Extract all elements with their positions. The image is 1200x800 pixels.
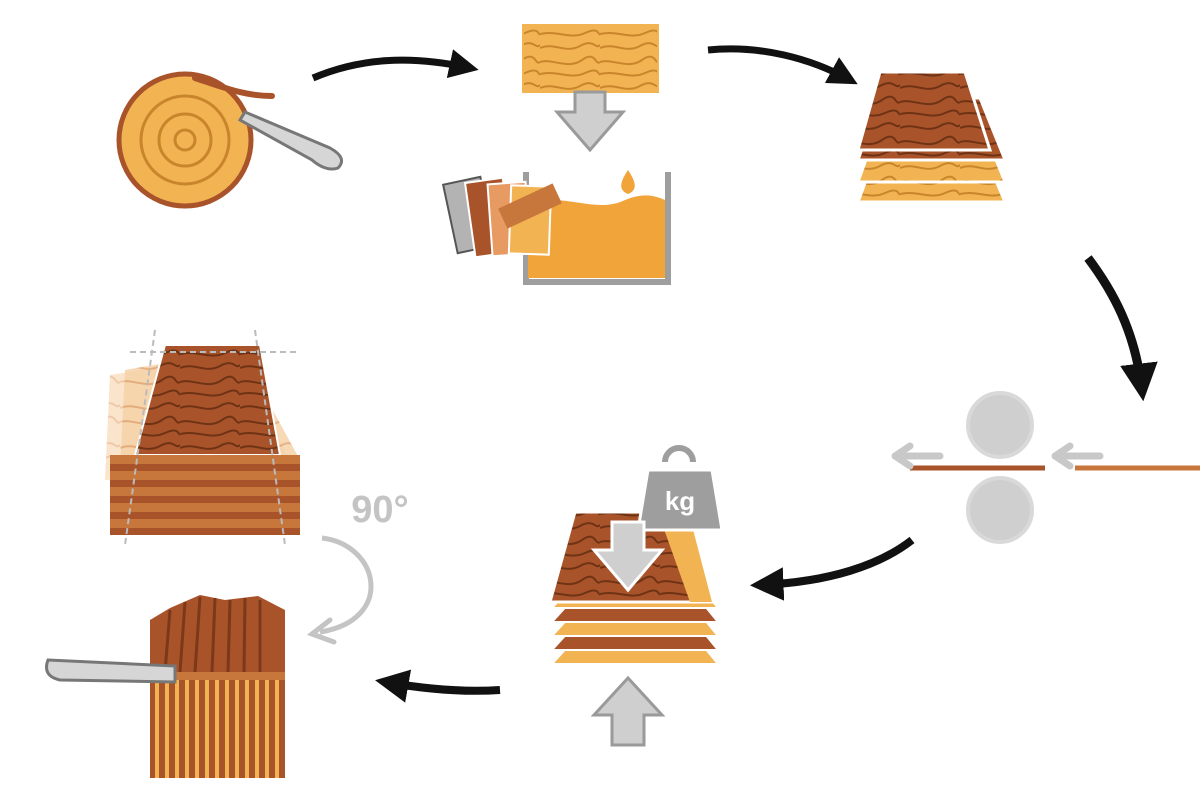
dye-drop-icon (621, 170, 635, 194)
rotate-block-icon: 90° (306, 489, 409, 645)
arrow-5-to-7 (375, 669, 501, 703)
log-peeling-icon (116, 71, 344, 209)
flow-arrows (311, 45, 1158, 703)
veneer-dyeing-icon (441, 24, 671, 285)
press-up-arrow-icon (590, 675, 666, 747)
down-arrow-icon (553, 90, 627, 153)
weight-label: kg (665, 486, 695, 516)
arrow-1-to-2 (311, 49, 479, 82)
slicing-blade-icon (45, 658, 177, 684)
arrow-2-to-3 (707, 45, 858, 85)
veneer-stacking-icon (855, 70, 1008, 204)
angle-label: 90° (351, 489, 408, 531)
slicing-icon (45, 595, 285, 778)
press-down-arrow-icon (590, 520, 666, 593)
feed-arrow-right-icon (1051, 442, 1104, 470)
arrow-4-to-5 (749, 536, 915, 601)
feed-arrow-left-icon (891, 442, 944, 470)
weight-icon: kg (636, 445, 724, 532)
laminated-block-icon (105, 329, 300, 546)
pressing-icon: kg (548, 445, 724, 747)
arrow-3-to-4 (1084, 255, 1158, 402)
peeling-blade-icon (237, 110, 344, 171)
color-swatch-fan-icon (441, 175, 562, 259)
glue-roller-icon (891, 387, 1200, 548)
